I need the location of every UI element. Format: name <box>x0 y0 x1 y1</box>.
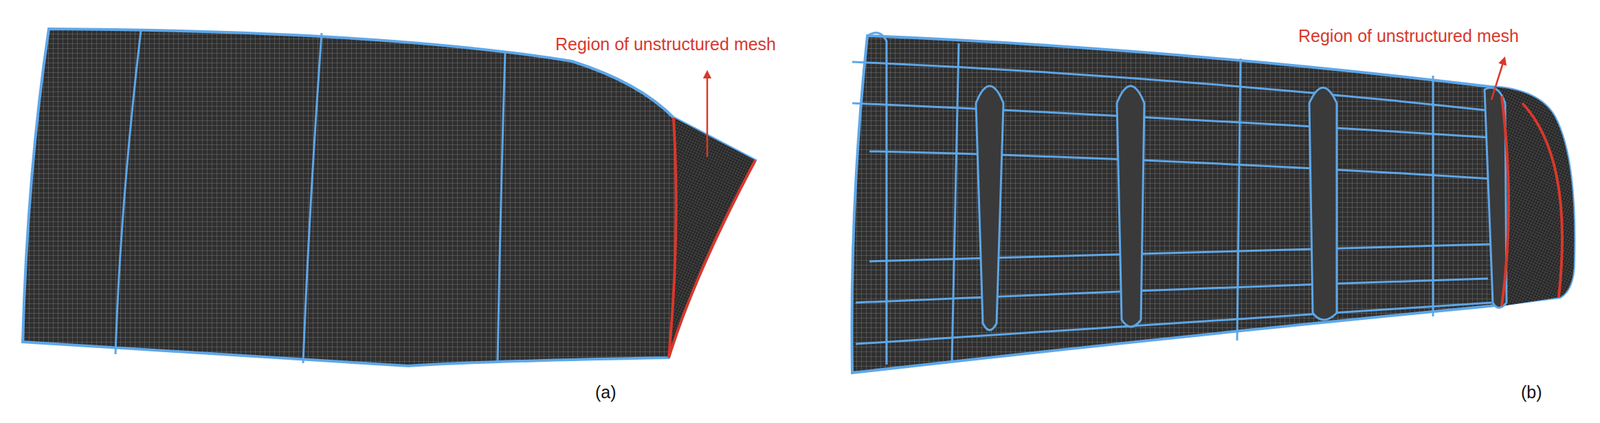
mesh-surface <box>851 35 1574 373</box>
region-label: Region of unstructured mesh <box>1298 26 1519 47</box>
mesh-panel-b <box>851 32 1574 374</box>
mesh-surface <box>22 28 756 366</box>
region-boundary <box>668 160 756 358</box>
panel-label: (a) <box>595 382 617 403</box>
panel-label: (b) <box>1520 382 1543 403</box>
region-label: Region of unstructured mesh <box>555 34 776 55</box>
rib-stiffener <box>975 85 1507 330</box>
leader-arrow <box>706 74 709 157</box>
block-boundary <box>497 51 506 363</box>
unstructured-mesh <box>668 117 756 358</box>
block-boundary <box>115 30 141 354</box>
region-boundary <box>668 117 677 358</box>
block-boundary <box>303 32 322 363</box>
mesh-panel-a <box>22 28 756 366</box>
region-boundary <box>1501 96 1509 306</box>
block-boundary <box>852 32 1492 365</box>
leader-arrow <box>1491 60 1504 100</box>
region-boundary <box>1522 103 1563 297</box>
